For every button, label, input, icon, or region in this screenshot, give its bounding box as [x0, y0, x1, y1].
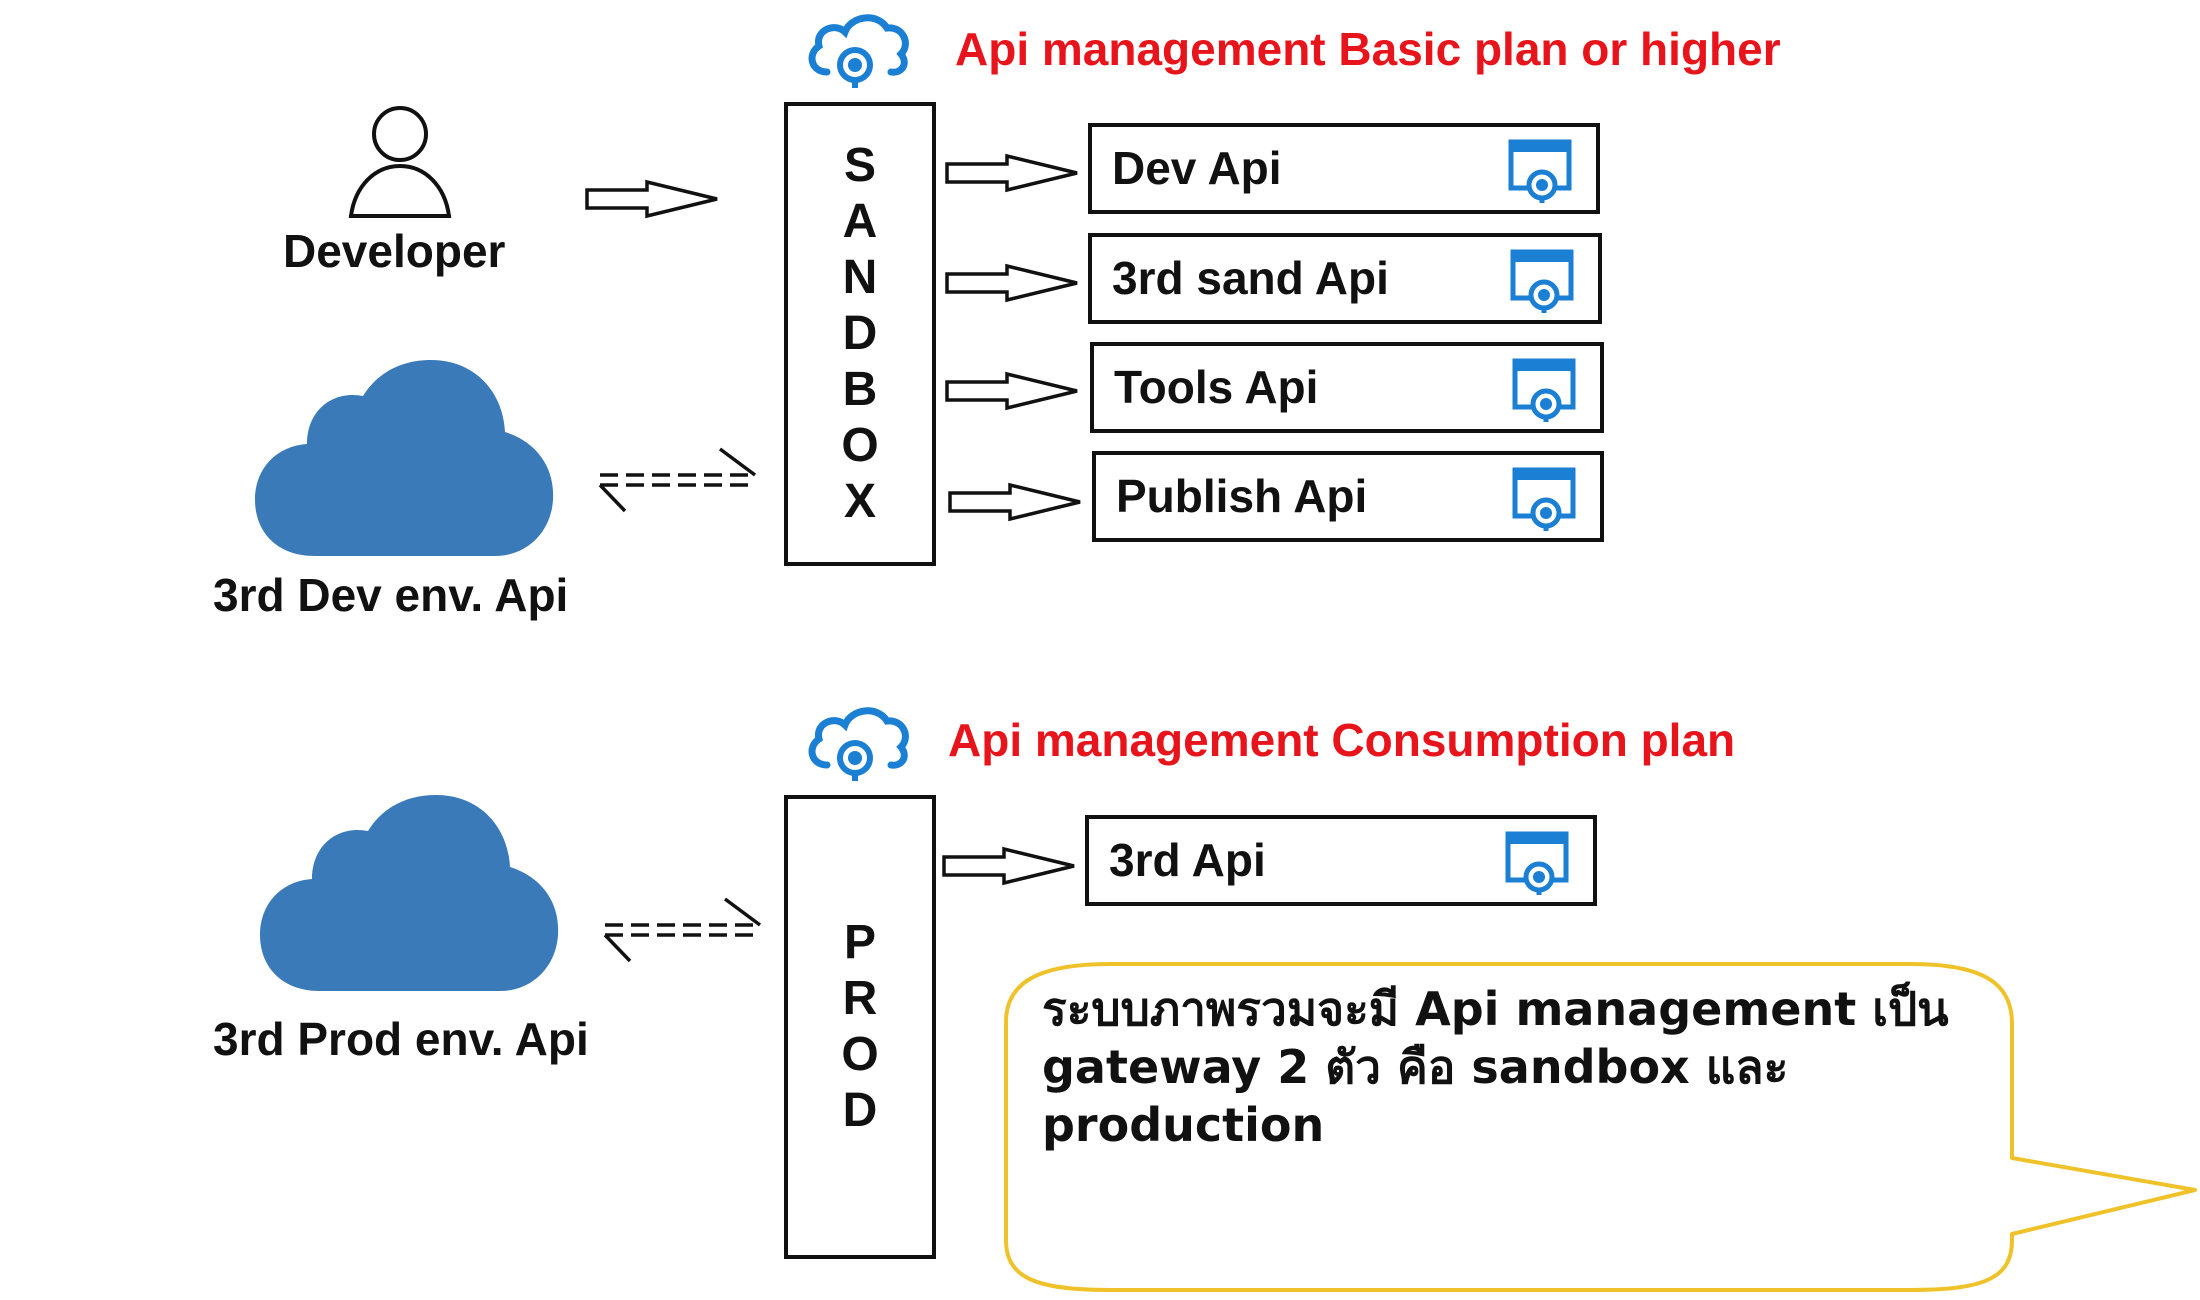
api-window-icon — [1512, 358, 1576, 422]
api-label: 3rd Api — [1109, 834, 1266, 886]
gateway-letter: A — [842, 195, 878, 248]
api-label: Publish Api — [1116, 470, 1368, 522]
callout-line: ระบบภาพรวมจะมี Api management เป็น — [1042, 982, 1949, 1036]
cloud-icon — [255, 360, 555, 560]
sandbox-gateway-letters: S A N D B O X — [788, 106, 932, 562]
api-window-icon — [1505, 831, 1569, 895]
apim-cloud-icon — [805, 703, 915, 783]
gateway-letter: D — [842, 1084, 878, 1137]
prod-gateway-box: P R O D — [784, 795, 936, 1259]
gateway-letter: O — [841, 419, 879, 472]
callout-line: production — [1042, 1098, 1325, 1152]
dev-cloud-sandbox-connector — [590, 445, 765, 515]
api-window-icon — [1512, 467, 1576, 531]
gateway-letter: S — [843, 139, 876, 192]
api-box-dev-api: Dev Api — [1088, 123, 1600, 214]
sandbox-to-api-arrow — [948, 481, 1083, 523]
callout-bubble: ระบบภาพรวมจะมี Api management เป็น gatew… — [1000, 960, 2200, 1300]
api-box-3rd-api: 3rd Api — [1085, 815, 1597, 906]
sandbox-gateway-box: S A N D B O X — [784, 102, 936, 566]
api-window-icon — [1510, 249, 1574, 313]
sandbox-to-api-arrow — [945, 370, 1080, 412]
gateway-letter: R — [842, 972, 878, 1025]
gateway-letter: P — [843, 916, 876, 969]
prod-to-api-arrow — [942, 845, 1077, 887]
gateway-letter: D — [842, 307, 878, 360]
gateway-letter: N — [842, 251, 878, 304]
developer-label: Developer — [283, 225, 506, 277]
callout-text: ระบบภาพรวมจะมี Api management เป็น gatew… — [1042, 980, 2002, 1154]
person-icon — [345, 100, 455, 220]
apim-cloud-icon — [805, 10, 915, 90]
prod-cloud-label: 3rd Prod env. Api — [213, 1013, 589, 1065]
callout-line: gateway 2 ตัว คือ sandbox และ — [1042, 1040, 1789, 1094]
prod-cloud-gateway-connector — [595, 895, 770, 965]
top-section-title: Api management Basic plan or higher — [955, 23, 1781, 75]
api-label: Dev Api — [1112, 142, 1282, 194]
gateway-letter: B — [842, 363, 878, 416]
developer-to-sandbox-arrow — [585, 178, 720, 220]
api-label: Tools Api — [1114, 361, 1319, 413]
gateway-letter: O — [841, 1028, 879, 1081]
api-label: 3rd sand Api — [1112, 252, 1389, 304]
dev-cloud-label: 3rd Dev env. Api — [213, 569, 569, 621]
api-box-publish-api: Publish Api — [1092, 451, 1604, 542]
prod-gateway-letters: P R O D — [788, 799, 932, 1255]
gateway-letter: X — [843, 475, 876, 528]
api-box-tools-api: Tools Api — [1090, 342, 1604, 433]
sandbox-to-api-arrow — [945, 262, 1080, 304]
api-box-3rd-sand-api: 3rd sand Api — [1088, 233, 1602, 324]
cloud-icon — [260, 795, 560, 995]
bottom-section-title: Api management Consumption plan — [948, 714, 1736, 766]
sandbox-to-api-arrow — [945, 152, 1080, 194]
api-window-icon — [1508, 139, 1572, 203]
